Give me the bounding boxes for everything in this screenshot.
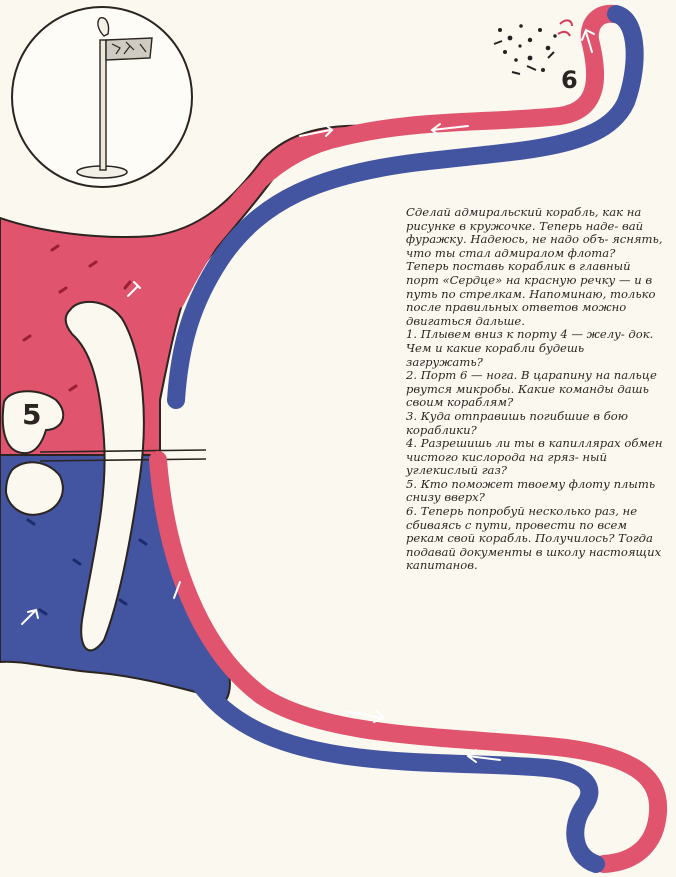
question-item: 5. Кто поможет твоему флоту плыть снизу … bbox=[406, 478, 664, 505]
question-item: 2. Порт 6 — нога. В царапину на пальце р… bbox=[406, 369, 664, 410]
inset-circle bbox=[12, 7, 192, 187]
question-item: 6. Теперь попробуй несколько раз, не сби… bbox=[406, 505, 664, 573]
question-item: 3. Куда отправишь погибшие в бою корабли… bbox=[406, 410, 664, 437]
toe-scratch-icon bbox=[558, 20, 572, 36]
microbes-icon bbox=[494, 24, 557, 74]
port-5-label: 5 bbox=[22, 398, 41, 431]
intro-paragraph: Сделай адмиральский корабль, как на рису… bbox=[406, 206, 664, 260]
port-6-label: 6 bbox=[561, 66, 578, 94]
question-item: 1. Плывем вниз к порту 4 — желу- док. Че… bbox=[406, 328, 664, 369]
intro-paragraph: Теперь поставь кораблик в главный порт «… bbox=[406, 260, 664, 328]
question-item: 4. Разрешишь ли ты в капиллярах обмен чи… bbox=[406, 437, 664, 478]
story-text: Сделай адмиральский корабль, как на рису… bbox=[406, 206, 664, 573]
